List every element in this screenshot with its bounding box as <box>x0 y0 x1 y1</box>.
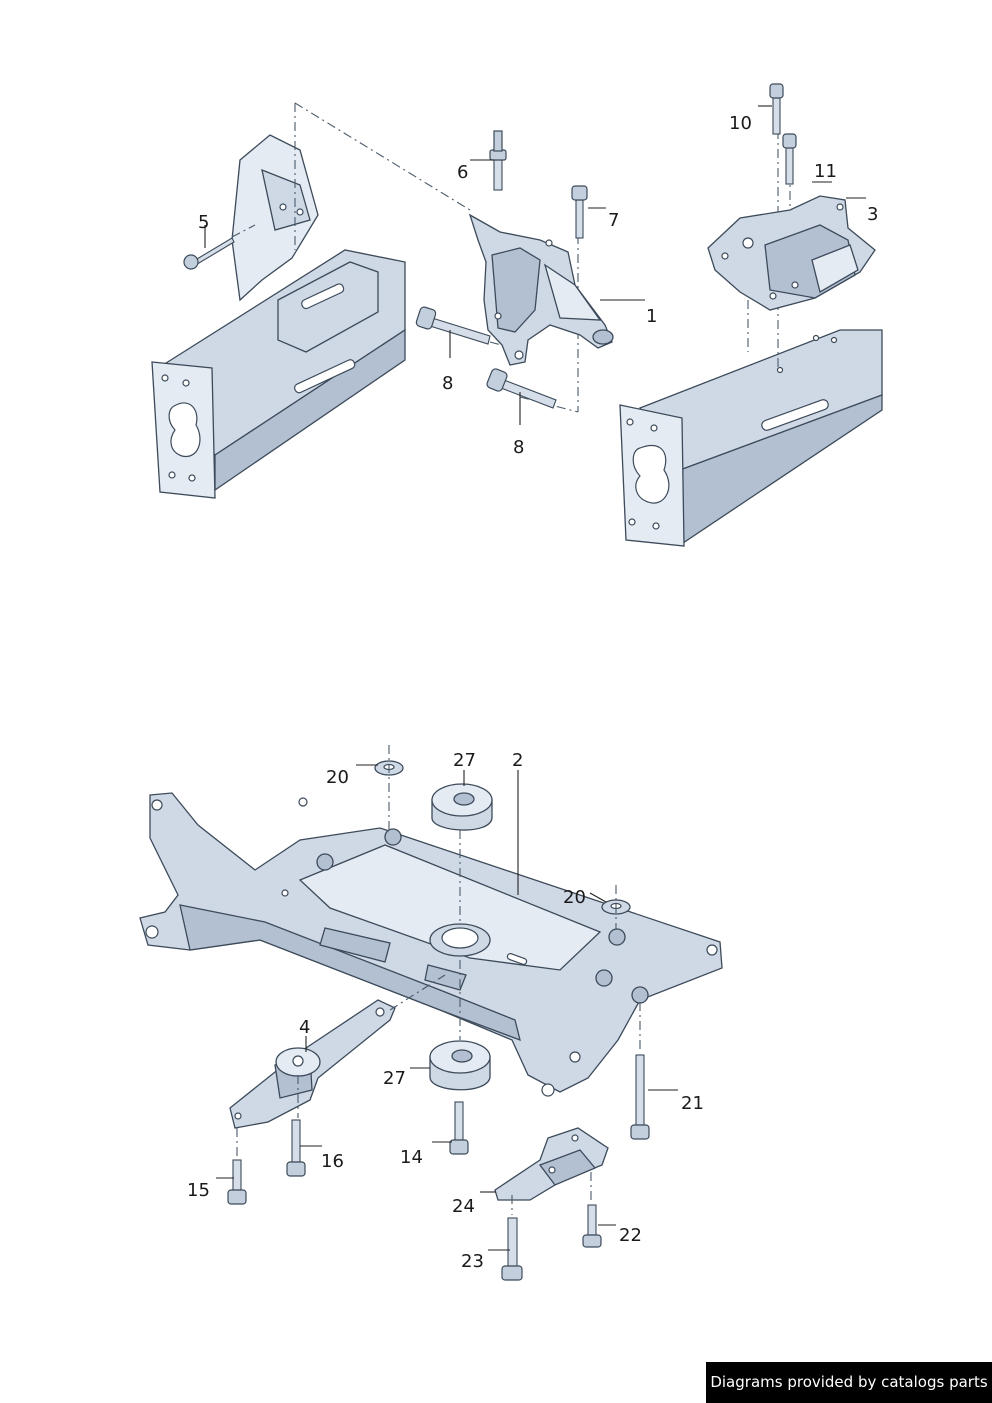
callout-3[interactable]: 3 <box>867 204 879 225</box>
callout-22[interactable]: 22 <box>619 1225 642 1246</box>
callout-24[interactable]: 24 <box>452 1196 475 1217</box>
upper-leader-lines <box>204 105 866 425</box>
bolt-8-upper <box>415 306 491 345</box>
lower-alignment-lines <box>236 745 641 1215</box>
callout-23[interactable]: 23 <box>461 1251 484 1272</box>
engine-mount-bracket <box>468 213 614 366</box>
bolt-23 <box>501 1217 523 1281</box>
credit-banner: Diagrams provided by catalogs parts <box>706 1362 992 1403</box>
rubber-mount-27-upper <box>431 783 493 831</box>
callout-11[interactable]: 11 <box>814 161 837 182</box>
left-chassis-rail <box>151 134 406 499</box>
bolt-11 <box>782 133 797 185</box>
callout-20-left[interactable]: 20 <box>326 767 349 788</box>
bolt-16 <box>286 1119 306 1177</box>
callout-27-upper[interactable]: 27 <box>453 750 476 771</box>
transmission-mount <box>707 195 876 311</box>
callout-8-lower[interactable]: 8 <box>513 437 525 458</box>
lower-leader-lines <box>216 764 678 1251</box>
rubber-mount-27-lower <box>429 1040 491 1091</box>
bolt-7 <box>571 185 588 239</box>
bolt-6 <box>489 130 507 191</box>
callout-7[interactable]: 7 <box>608 210 620 231</box>
bolt-21 <box>630 1054 650 1140</box>
pendulum-support-4 <box>229 999 396 1129</box>
bracket-24 <box>494 1127 609 1201</box>
callout-1[interactable]: 1 <box>646 306 658 327</box>
callout-16[interactable]: 16 <box>321 1151 344 1172</box>
bolt-15 <box>227 1159 247 1205</box>
callout-4[interactable]: 4 <box>299 1017 311 1038</box>
callout-21[interactable]: 21 <box>681 1093 704 1114</box>
callout-2[interactable]: 2 <box>512 750 524 771</box>
bolt-10 <box>769 83 784 135</box>
callout-27-lower[interactable]: 27 <box>383 1068 406 1089</box>
bolt-8-lower <box>486 368 557 409</box>
callout-6[interactable]: 6 <box>457 162 469 183</box>
callout-15[interactable]: 15 <box>187 1180 210 1201</box>
callout-8-upper[interactable]: 8 <box>442 373 454 394</box>
bolt-5 <box>183 237 235 270</box>
subframe-crossmember <box>139 792 723 1097</box>
right-chassis-rail <box>619 329 883 547</box>
callout-5[interactable]: 5 <box>198 212 210 233</box>
bolt-14 <box>449 1101 469 1155</box>
callout-20-right[interactable]: 20 <box>563 887 586 908</box>
callout-10[interactable]: 10 <box>729 113 752 134</box>
callout-14[interactable]: 14 <box>400 1147 423 1168</box>
bolt-22 <box>582 1204 602 1248</box>
